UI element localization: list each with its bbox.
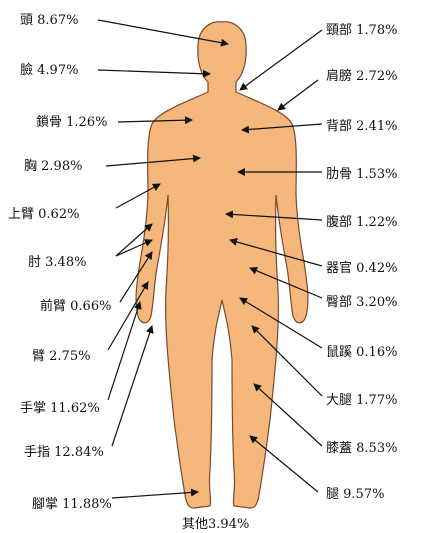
label-shoulder: 肩膀 2.72% bbox=[326, 68, 397, 84]
label-neck: 頸部 1.78% bbox=[326, 23, 397, 38]
label-arm: 臂 2.75% bbox=[32, 349, 90, 364]
left-labels: 頭 8.67% 臉 4.97% 鎖骨 1.26% 胸 2.98% 上臂 0.62… bbox=[8, 13, 112, 512]
body-silhouette bbox=[136, 22, 308, 508]
arrow-finger bbox=[112, 326, 152, 446]
label-chest: 胸 2.98% bbox=[24, 159, 82, 174]
label-groin: 鼠蹊 0.16% bbox=[326, 345, 397, 360]
label-upper-arm: 上臂 0.62% bbox=[8, 207, 79, 222]
label-buttock: 臀部 3.20% bbox=[326, 295, 397, 310]
arrow-palm bbox=[108, 302, 140, 400]
label-head: 頭 8.67% bbox=[20, 13, 78, 28]
arrow-neck bbox=[240, 30, 322, 90]
label-knee: 膝蓋 8.53% bbox=[326, 441, 397, 456]
body-figure bbox=[136, 22, 308, 508]
arrow-face bbox=[98, 70, 210, 74]
label-clavicle: 鎖骨 1.26% bbox=[36, 114, 107, 130]
label-finger: 手指 12.84% bbox=[24, 445, 104, 460]
label-abdomen: 腹部 1.22% bbox=[326, 214, 397, 230]
arrow-shoulder bbox=[278, 80, 318, 110]
label-sole: 腳掌 11.88% bbox=[32, 497, 112, 512]
label-other: 其他3.94% bbox=[182, 517, 249, 532]
label-organ: 器官 0.42% bbox=[326, 260, 397, 276]
label-leg: 腿 9.57% bbox=[326, 487, 384, 502]
label-elbow: 肘 3.48% bbox=[28, 255, 86, 270]
right-labels: 頸部 1.78% 肩膀 2.72% 背部 2.41% 肋骨 1.53% 腹部 1… bbox=[326, 23, 397, 502]
label-forearm: 前臂 0.66% bbox=[40, 298, 111, 314]
label-back: 背部 2.41% bbox=[326, 119, 397, 134]
label-palm: 手掌 11.62% bbox=[20, 401, 100, 416]
label-thigh: 大腿 1.77% bbox=[326, 393, 397, 408]
label-rib: 肋骨 1.53% bbox=[326, 167, 397, 182]
label-face: 臉 4.97% bbox=[20, 63, 78, 78]
